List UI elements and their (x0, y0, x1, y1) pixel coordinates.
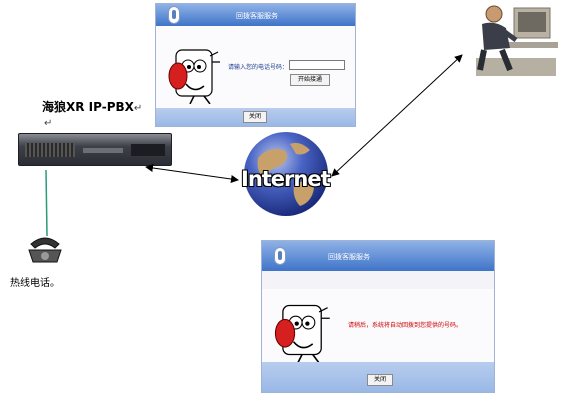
callback-dialog-bottom: 回拨客服服务 请稍后，系统将自动回拨到您提供的号码。 关闭 (261, 240, 495, 393)
mobile-phone-icon (168, 6, 180, 24)
internet-label: Internet (241, 167, 331, 191)
cartoon-phone-man-icon (274, 304, 330, 363)
phone-pbx-link (45, 169, 48, 237)
return-mark: ↵ (44, 118, 53, 129)
pbx-internet-link (145, 164, 239, 183)
pbx-label: 海狼XR IP-PBX↵ (42, 98, 142, 115)
close-button[interactable]: 关闭 (243, 111, 267, 123)
internet-agent-link (331, 54, 463, 177)
dialog-title: 回拨客服服务 (328, 253, 370, 261)
telephone-icon (28, 237, 62, 263)
close-button[interactable]: 关闭 (367, 374, 393, 386)
dialog-header: 回拨客服服务 (262, 241, 494, 271)
mobile-phone-icon (274, 247, 286, 265)
customer-service-agent-icon (476, 5, 558, 76)
start-connect-button[interactable]: 开始接通 (290, 74, 330, 86)
callback-status-message: 请稍后，系统将自动回拨到您提供的号码。 (348, 322, 463, 329)
pbx-server-icon (18, 133, 172, 166)
cartoon-phone-man-icon (168, 49, 220, 104)
phone-number-prompt: 请输入您的电话号码： (228, 64, 289, 71)
dialog-header: 回拨客服服务 (156, 4, 355, 26)
dialog-status-strip (262, 271, 494, 289)
return-mark: ↵ (133, 103, 143, 114)
hotline-phone-label: 热线电话。 (10, 278, 60, 289)
callback-dialog-top: 回拨客服服务 请输入您的电话号码： 开始接通 关闭 (155, 3, 356, 127)
internet-globe-icon (244, 132, 328, 216)
dialog-title: 回拨客服服务 (236, 12, 278, 20)
pbx-label-text: 海狼XR IP-PBX (42, 100, 134, 114)
